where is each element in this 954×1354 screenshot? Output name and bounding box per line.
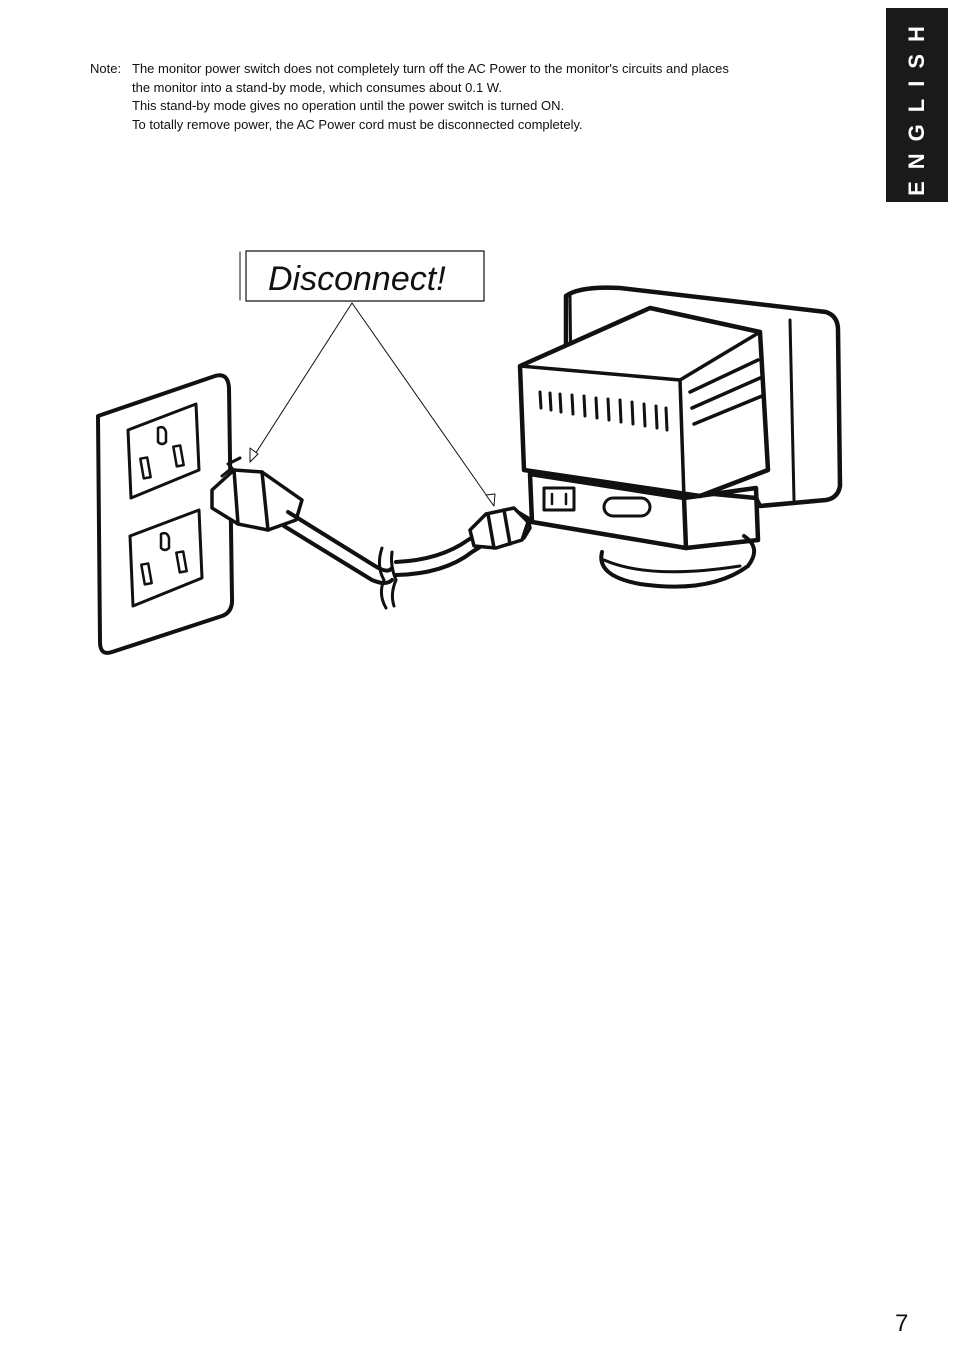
note-block: Note: The monitor power switch does not … <box>90 60 850 134</box>
note-line: the monitor into a stand-by mode, which … <box>132 79 502 95</box>
monitor <box>517 285 843 589</box>
wall-plug <box>210 456 304 532</box>
wall-outlet <box>96 373 235 655</box>
note-line: This stand-by mode gives no operation un… <box>132 98 565 113</box>
monitor-connector <box>468 506 532 550</box>
callout-pointers <box>249 302 496 507</box>
disconnect-illustration: Disconnect! <box>96 250 843 655</box>
note-label: Note: <box>90 61 122 76</box>
callout-box <box>239 250 485 302</box>
note-line: To totally remove power, the AC Power co… <box>132 116 583 132</box>
page-number: 7 <box>895 1310 909 1337</box>
note-line: The monitor power switch does not comple… <box>132 61 729 76</box>
callout-label: Disconnect! <box>268 260 446 298</box>
power-cord <box>282 510 492 610</box>
language-tab: ENGLISH <box>886 8 948 202</box>
